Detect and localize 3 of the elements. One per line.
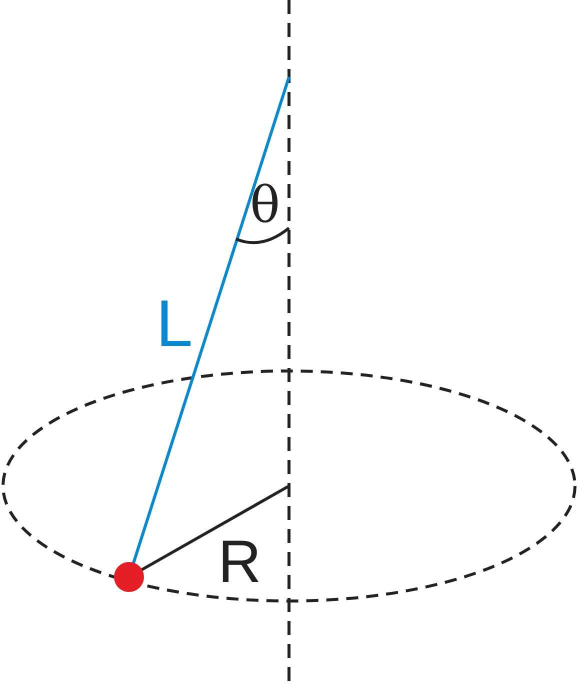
angle-label: θ [250, 180, 280, 230]
radius-label: R [218, 532, 262, 592]
length-label: L [156, 290, 193, 356]
